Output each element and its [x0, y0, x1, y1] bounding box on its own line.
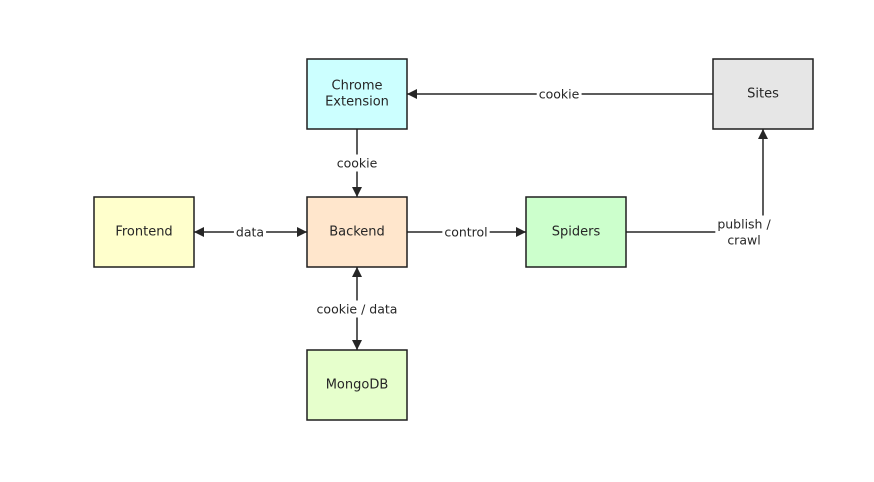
edge-backend-spiders: control [407, 223, 526, 241]
edge-chrome-backend-label: cookie [337, 156, 378, 171]
sites-node-label: Sites [747, 87, 779, 102]
spiders-node[interactable]: Spiders [525, 196, 627, 268]
spiders-node-box[interactable] [525, 196, 627, 268]
edge-spiders-sites: publish /crawl [626, 129, 774, 249]
sites-node[interactable]: Sites [712, 58, 814, 130]
backend-node-label: Backend [329, 225, 385, 240]
edge-backend-spiders-label-bg [442, 223, 490, 241]
edge-chrome-backend: cookie [334, 129, 380, 197]
backend-node[interactable]: Backend [306, 196, 408, 268]
chrome-extension-node-label: Extension [325, 95, 389, 110]
edge-sites-chrome: cookie [407, 85, 713, 103]
spiders-node-label: Spiders [552, 225, 601, 240]
frontend-node-label: Frontend [115, 225, 172, 240]
frontend-node[interactable]: Frontend [93, 196, 195, 268]
edges-layer: cookie cookie data control cookie / data publ… [194, 85, 774, 350]
edge-sites-chrome-label: cookie [539, 87, 580, 102]
backend-node-box[interactable] [306, 196, 408, 268]
mongodb-node[interactable]: MongoDB [306, 349, 408, 421]
edge-backend-spiders-label: control [444, 225, 487, 240]
edge-spiders-sites-label: publish / [717, 217, 771, 232]
edge-spiders-sites-label-bg [715, 215, 774, 249]
sites-node-box[interactable] [712, 58, 814, 130]
chrome-extension-node-label: Chrome [332, 79, 383, 94]
mongodb-node-label: MongoDB [326, 378, 389, 393]
edge-frontend-backend-label-bg [233, 223, 267, 241]
edge-chrome-backend-label-bg [334, 154, 380, 172]
edge-backend-mongodb-label: cookie / data [317, 302, 398, 317]
mongodb-node-box[interactable] [306, 349, 408, 421]
edge-backend-mongodb-label-bg [314, 300, 400, 318]
frontend-node-box[interactable] [93, 196, 195, 268]
edge-sites-chrome-label-bg [536, 85, 582, 103]
edge-frontend-backend: data [194, 223, 307, 241]
edge-spiders-sites-label: crawl [727, 233, 760, 248]
edge-frontend-backend-label: data [236, 225, 264, 240]
edge-backend-mongodb: cookie / data [314, 267, 400, 350]
chrome-extension-node-box[interactable] [306, 58, 408, 130]
